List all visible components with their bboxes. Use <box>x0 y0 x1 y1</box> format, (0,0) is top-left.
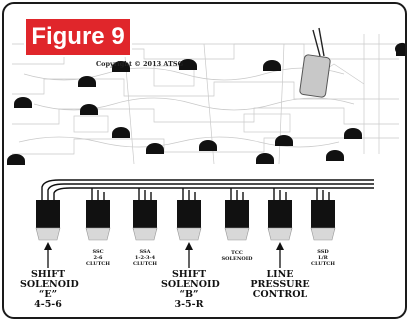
label-ssd-clutch: SSD L/R CLUTCH <box>310 249 335 267</box>
label-ssa-clutch: SSA 1-2-3-4 CLUTCH <box>132 249 157 267</box>
figure-title-badge: Figure 9 <box>24 17 132 57</box>
callout-arrows <box>44 242 284 268</box>
wiring-harness <box>41 179 374 200</box>
valve-body-bolts <box>6 42 405 165</box>
label-ssc-clutch: SSC 2-6 CLUTCH <box>85 249 110 267</box>
connector-line-pressure <box>267 200 293 241</box>
solenoid-connectors <box>35 200 336 241</box>
label-shift-solenoid-e: SHIFT SOLENOID “E” 4-5-6 <box>20 269 79 310</box>
label-line-pressure-control: LINE PRESSURE CONTROL <box>250 269 310 300</box>
connector-shift-e <box>35 200 61 241</box>
figure-frame: Figure 9 Copyright © 2013 ATSG SHIFT SOL… <box>2 2 407 319</box>
valve-body-diagram <box>6 27 405 268</box>
label-tcc-solenoid: TCC SOLENOID <box>221 250 253 262</box>
top-connector <box>299 27 331 98</box>
connector-shift-b <box>176 200 202 241</box>
connector-tcc <box>224 200 250 241</box>
connector-ssc <box>85 200 111 241</box>
connector-ssd <box>310 200 336 241</box>
label-shift-solenoid-b: SHIFT SOLENOID “B” 3-5-R <box>161 269 220 310</box>
connector-ssa <box>132 200 158 241</box>
copyright-notice: Copyright © 2013 ATSG <box>96 60 184 68</box>
